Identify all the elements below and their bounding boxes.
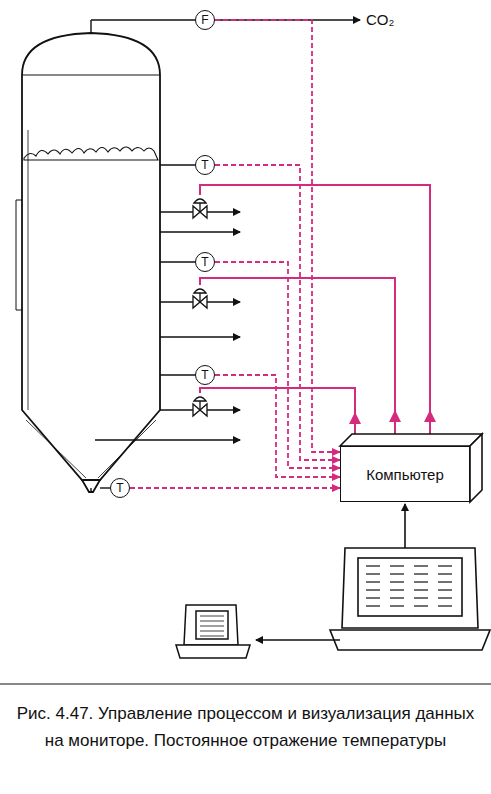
temperature-sensor: T bbox=[195, 155, 215, 175]
box-label: Компьютер bbox=[366, 466, 444, 483]
computer-housing bbox=[340, 434, 482, 502]
signal-line bbox=[215, 375, 340, 477]
sensor-letter: T bbox=[201, 368, 208, 382]
signal-line bbox=[215, 262, 340, 468]
sensor-letter: T bbox=[201, 158, 208, 172]
printer bbox=[176, 605, 340, 658]
temperature-sensor: T bbox=[110, 478, 130, 498]
terminal bbox=[330, 504, 490, 650]
temperature-sensor: T bbox=[195, 365, 215, 385]
tank bbox=[16, 33, 160, 492]
signal-line bbox=[215, 165, 340, 460]
gas-label: CO₂ bbox=[366, 11, 394, 28]
sensor-letter: T bbox=[116, 481, 123, 495]
pipes bbox=[91, 20, 360, 492]
signal-line bbox=[130, 487, 340, 489]
flow-sensor: F bbox=[195, 10, 215, 30]
sensor-letter: F bbox=[201, 13, 208, 27]
sensor-letter: T bbox=[201, 255, 208, 269]
figure-caption: Рис. 4.47. Управление процессом и визуал… bbox=[12, 700, 479, 754]
temperature-sensor: T bbox=[195, 252, 215, 272]
computer-box: Компьютер bbox=[340, 446, 470, 502]
control-lines bbox=[200, 185, 430, 440]
caption-rule bbox=[0, 683, 491, 684]
signal-line bbox=[215, 20, 340, 452]
foam bbox=[24, 147, 158, 160]
